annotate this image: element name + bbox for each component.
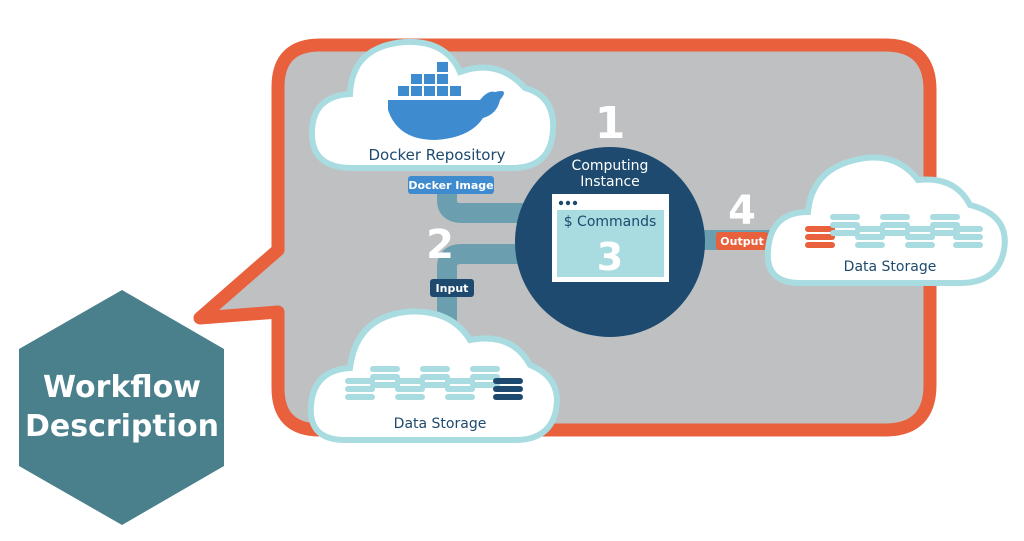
- step-4: 4: [728, 188, 756, 234]
- database-icon: [395, 378, 425, 400]
- output-tag-label: Output: [720, 235, 763, 248]
- output-database-icons: [805, 214, 983, 248]
- database-icon: [953, 226, 983, 248]
- input-storage-label: Data Storage: [394, 416, 487, 432]
- terminal-window: $ Commands 3: [552, 194, 669, 282]
- docker-whale-icon: [388, 62, 504, 140]
- output-storage-cloud: [764, 154, 1008, 286]
- database-icon: [905, 226, 935, 248]
- output-storage-label: Data Storage: [844, 259, 937, 275]
- docker-image-pipe: [437, 183, 535, 223]
- window-dot-icon: [565, 200, 571, 206]
- step-1: 1: [595, 98, 626, 149]
- output-tag: Output: [716, 232, 768, 250]
- hexagon-title-line1: Workflow: [43, 370, 201, 405]
- step-3: 3: [597, 235, 623, 279]
- input-tag-label: Input: [436, 282, 469, 295]
- database-icon: [930, 214, 960, 236]
- database-icon: [420, 366, 450, 388]
- database-icon: [470, 366, 500, 388]
- hexagon-title-line2: Description: [25, 409, 219, 444]
- database-icon: [830, 214, 860, 236]
- docker-repository-label: Docker Repository: [368, 146, 505, 164]
- computing-instance-label-1: Computing: [572, 158, 649, 174]
- computing-instance-label-2: Instance: [580, 174, 640, 190]
- window-dot-icon: [572, 200, 578, 206]
- database-icon: [445, 378, 475, 400]
- input-database-icons: [345, 366, 523, 400]
- input-tag: Input: [430, 279, 474, 297]
- step-2: 2: [426, 222, 454, 268]
- docker-image-tag-label: Docker Image: [408, 179, 493, 192]
- database-icon: [370, 366, 400, 388]
- commands-label: $ Commands: [564, 214, 657, 230]
- workflow-description-hexagon: [19, 290, 224, 525]
- docker-image-tag: Docker Image: [408, 176, 494, 194]
- database-icon: [880, 214, 910, 236]
- database-icon: [345, 378, 375, 400]
- database-icon: [855, 226, 885, 248]
- window-dot-icon: [558, 200, 564, 206]
- input-pipe: [437, 244, 535, 282]
- database-icon: [805, 226, 835, 248]
- database-icon: [493, 378, 523, 400]
